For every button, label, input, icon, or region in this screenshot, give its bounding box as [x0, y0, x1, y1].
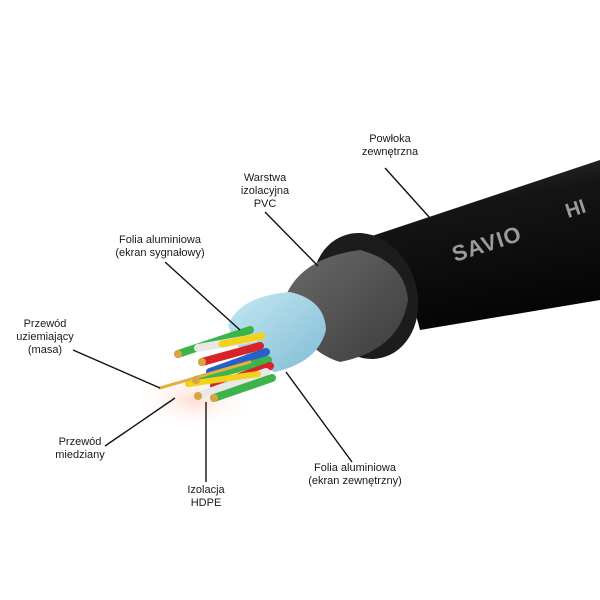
cable-outer-jacket: [360, 160, 600, 330]
label-signal-foil: Folia aluminiowa(ekran sygnałowy): [115, 234, 205, 259]
leader-signal-foil: [164, 261, 241, 331]
leader-outer-jacket: [384, 167, 431, 219]
leader-copper-wire: [104, 397, 176, 447]
leader-ground-wire: [72, 349, 161, 389]
leader-pvc-layer: [264, 211, 319, 267]
inner-conductors: [158, 326, 276, 402]
leader-lines: [72, 167, 431, 482]
leader-outer-foil: [285, 371, 353, 463]
label-outer-foil: Folia aluminiowa(ekran zewnętrzny): [308, 462, 402, 487]
